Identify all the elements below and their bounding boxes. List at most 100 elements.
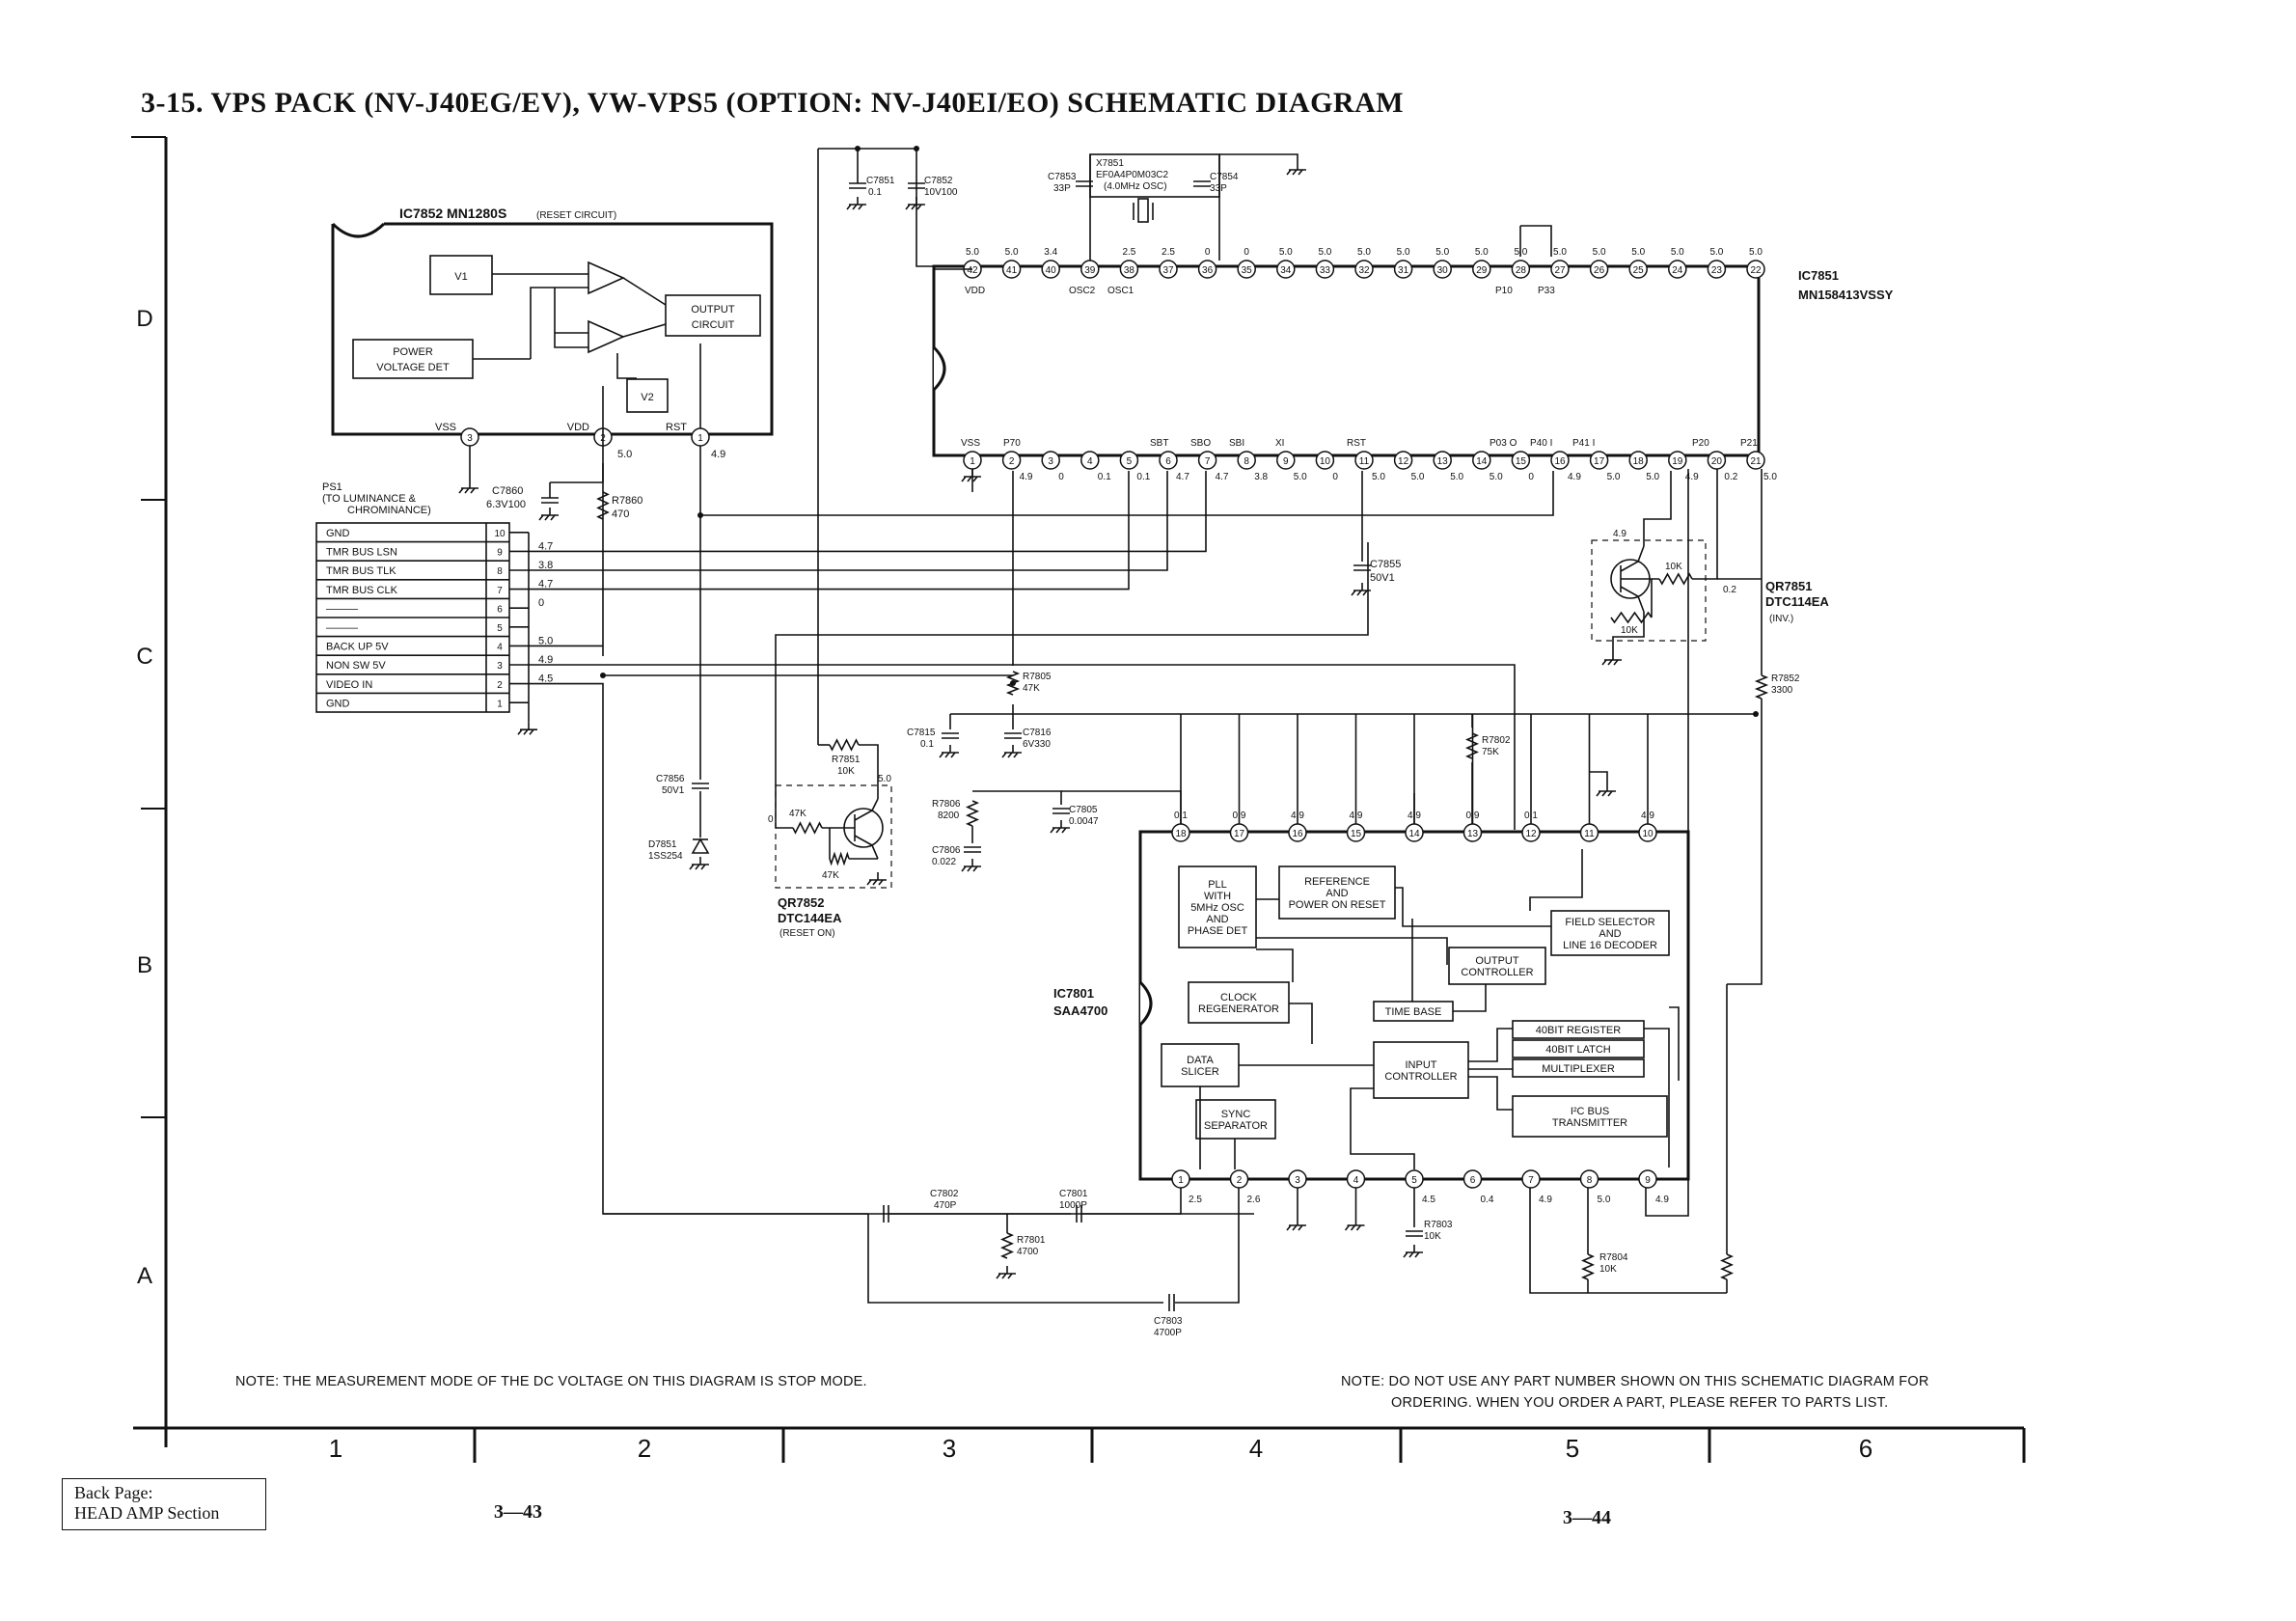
r7804 — [1580, 1253, 1596, 1280]
ic7801-bottom-pin-num: 3 — [1295, 1175, 1300, 1186]
ic7851-top-pin-num: 35 — [1242, 265, 1253, 276]
connector-volt: 0 — [538, 597, 544, 609]
block-multiplexer — [1512, 1058, 1645, 1078]
c7803-val: 4700P — [1154, 1328, 1182, 1338]
page-title: 3-15. VPS PACK (NV-J40EG/EV), VW-VPS5 (O… — [141, 87, 1405, 119]
ic7851-top-volt: 5.0 — [1631, 247, 1645, 258]
block-time-base-label: TIME BASE — [1385, 1006, 1442, 1018]
connector-volt: 4.5 — [538, 673, 553, 685]
ic7851-bottom-pin-num: 16 — [1554, 456, 1566, 467]
block-pll-label: PHASE DET — [1188, 925, 1248, 937]
ic7851-bottom-volt: 5.0 — [1450, 472, 1463, 482]
qr7851-desc: (INV.) — [1769, 614, 1793, 624]
wire — [1612, 612, 1645, 652]
block-40bit-latch-label: 40BIT LATCH — [1545, 1044, 1611, 1056]
ground-hatch — [1001, 752, 1007, 758]
c7805-ref: C7805 — [1069, 805, 1098, 815]
c7816-val: 6V330 — [1023, 739, 1051, 750]
block-40bit-register-label: 40BIT REGISTER — [1536, 1025, 1621, 1036]
qr7851-emitter — [1620, 586, 1645, 613]
ic7801-top-pin-num: 15 — [1351, 829, 1362, 839]
ic7851-top-volt: 2.5 — [1162, 247, 1175, 258]
ground-hatch — [529, 728, 534, 735]
connector-volt: 4.7 — [538, 579, 553, 591]
wire — [1644, 1028, 1670, 1168]
ground-hatch — [944, 752, 950, 758]
ic7852-notch — [331, 222, 386, 238]
back-page-label: Back Page: — [74, 1483, 153, 1502]
back-page-section: HEAD AMP Section — [74, 1503, 220, 1523]
ic7851-top-volt: 5.0 — [1749, 247, 1763, 258]
ic7851-bottom-pin-num: 10 — [1320, 456, 1331, 467]
d7851-ref: D7851 — [648, 839, 677, 850]
grid-row-label: C — [136, 644, 152, 670]
qr7852-r2 — [829, 851, 850, 866]
r7860-ref: R7860 — [612, 495, 642, 507]
ground-hatch — [1007, 752, 1013, 758]
ground-hatch — [1601, 659, 1607, 666]
ground-hatch — [1403, 1251, 1408, 1258]
ground-hatch — [1286, 1224, 1292, 1231]
ground-hatch — [523, 728, 529, 735]
connector-volt: 4.7 — [538, 540, 553, 552]
block-field-selector — [1550, 910, 1670, 956]
r7804-val: 10K — [1599, 1264, 1617, 1275]
ic7851-top-pin — [1354, 260, 1374, 279]
r7804-ref: R7804 — [1599, 1252, 1628, 1263]
ic7851-top-pin — [1001, 260, 1022, 279]
power-det-label: POWER — [393, 346, 433, 358]
ic7851-bottom-pin — [1511, 451, 1531, 470]
ground-hatch — [858, 204, 863, 210]
connector-pin-name: GND — [326, 698, 350, 709]
c7806-val: 0.022 — [932, 857, 956, 867]
ground-hatch — [700, 864, 706, 870]
block-field-selector-label: AND — [1599, 928, 1621, 940]
c7860-val: 6.3V100 — [486, 499, 526, 510]
ic7801-bottom-volt: 2.6 — [1247, 1195, 1261, 1205]
ic7851-bottom-label: SBO — [1190, 438, 1211, 449]
ic7851-bottom-volt: 0.1 — [1098, 472, 1111, 482]
wire — [1643, 471, 1672, 546]
ic7851-top-pin-num: 34 — [1280, 265, 1292, 276]
r7806-val: 8200 — [938, 810, 960, 821]
ic7852-outline — [331, 222, 774, 436]
ic7851-bottom-pin — [1080, 451, 1100, 470]
qr7852-part: DTC144EA — [778, 911, 842, 925]
ground-hatch — [967, 865, 972, 872]
d7851-diode — [691, 838, 710, 854]
qr7851-r1-val: 10K — [1665, 562, 1682, 572]
ic7851-bottom-volt: 4.7 — [1216, 472, 1229, 482]
ic7851-label: P10 — [1495, 286, 1513, 296]
ic7801-bottom-pin — [1521, 1169, 1541, 1189]
ic7851-bottom-pin — [1589, 451, 1609, 470]
wire — [1289, 1003, 1313, 1044]
connector-pin-num: 2 — [497, 680, 503, 691]
ic7851-top-pin — [1668, 260, 1687, 279]
ic7851-bottom-volt: 0.1 — [1136, 472, 1150, 482]
block-i2c-transmitter-label: TRANSMITTER — [1552, 1117, 1627, 1129]
ground-hatch — [544, 514, 550, 521]
c7806-ref: C7806 — [932, 845, 961, 856]
ic7851-bottom-pin-num: 8 — [1244, 456, 1249, 467]
ic7801-top-pin-num: 11 — [1584, 829, 1595, 839]
ic7801-top-pin-num: 10 — [1642, 829, 1654, 839]
ic7851-bottom-volt: 5.0 — [1607, 472, 1621, 482]
ic7851-bottom-pin-num: 5 — [1127, 456, 1133, 467]
grid-column-label: 3 — [943, 1434, 956, 1463]
ic7852-volt: 4.9 — [711, 449, 725, 460]
c7852-ref: C7852 — [924, 176, 953, 186]
r7860-val: 470 — [612, 508, 629, 520]
c7801-ref: C7801 — [1059, 1189, 1088, 1199]
qr7852-emitter — [854, 835, 879, 860]
wire — [529, 471, 1168, 571]
ground-hatch — [967, 476, 972, 482]
ground-hatch — [996, 1273, 1001, 1279]
ic7852-desc: (RESET CIRCUIT) — [536, 210, 616, 221]
ic7851-top-pin — [1197, 260, 1217, 279]
ic7851-top-volt: 5.0 — [1475, 247, 1489, 258]
block-input-controller-label: CONTROLLER — [1384, 1071, 1457, 1083]
wire — [859, 744, 879, 799]
ic7851-label: P33 — [1538, 286, 1555, 296]
ic7851-top-pin-num: 38 — [1124, 265, 1135, 276]
power-det-box — [352, 339, 474, 379]
